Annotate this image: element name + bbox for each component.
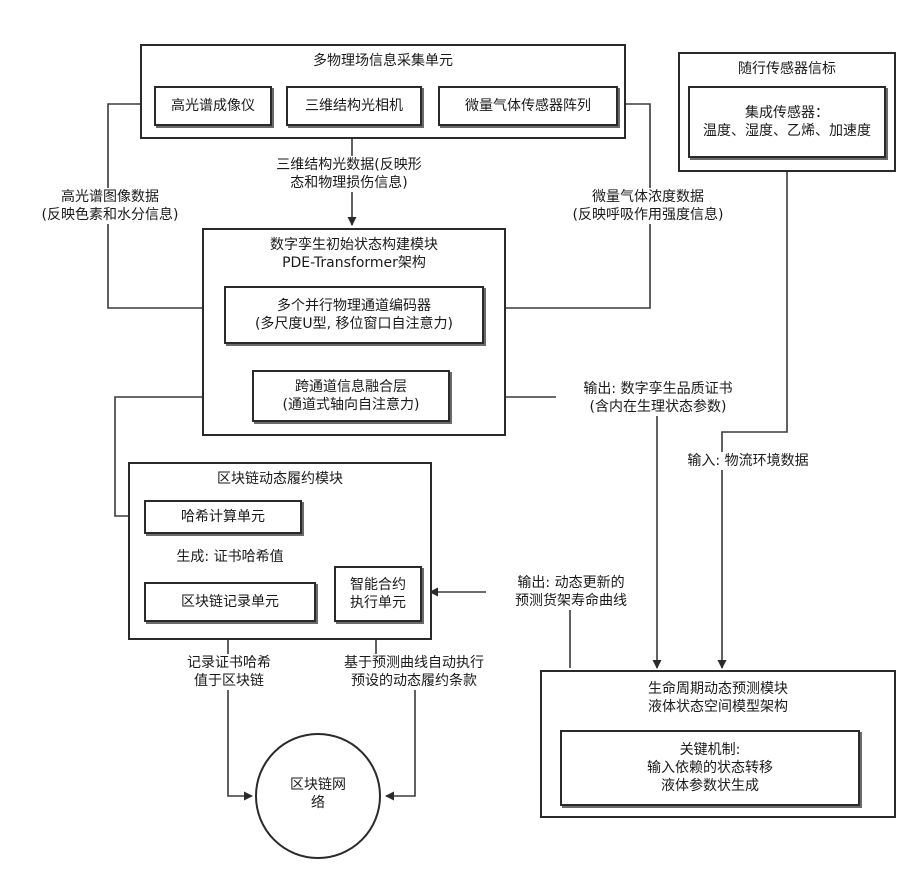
integrated-sensors: 集成传感器： 温度、湿度、乙烯、加速度 — [688, 86, 886, 158]
structured-light-camera: 三维结构光相机 — [286, 86, 422, 126]
gas-data-label: 微量气体浓度数据 (反映呼吸作用强度信息) — [548, 188, 748, 224]
auto-execute-label: 基于预测曲线自动执行 预设的动态履约条款 — [318, 654, 510, 690]
sensor-beacon: 随行传感器信标 集成传感器： 温度、湿度、乙烯、加速度 — [678, 52, 896, 172]
arrow-record-to-network — [228, 624, 252, 796]
environment-input-label: 输入: 物流环境数据 — [668, 452, 828, 470]
smart-contract-unit: 智能合约 执行单元 — [334, 566, 422, 622]
hyperspectral-data-label: 高光谱图像数据 (反映色素和水分信息) — [22, 188, 198, 224]
acquisition-unit-title: 多物理场信息采集单元 — [142, 52, 624, 70]
curve-output-label: 输出: 动态更新的 预测货架寿命曲线 — [486, 574, 656, 610]
structured-light-data-label: 三维结构光数据(反映形 态和物理损伤信息) — [254, 156, 444, 192]
hyperspectral-imager: 高光谱成像仪 — [154, 86, 272, 126]
blockchain-module-title: 区块链动态履约模块 — [130, 470, 430, 488]
record-hash-label: 记录证书哈希 值于区块链 — [154, 654, 304, 690]
arrow-contract-to-network — [376, 624, 415, 796]
acquisition-unit: 多物理场信息采集单元 高光谱成像仪 三维结构光相机 微量气体传感器阵列 — [140, 44, 626, 139]
hash-computation-unit: 哈希计算单元 — [144, 500, 302, 534]
blockchain-module: 区块链动态履约模块 哈希计算单元 区块链记录单元 智能合约 执行单元 生成: 证… — [128, 462, 432, 640]
lifecycle-module-title: 生命周期动态预测模块 液体状态空间模型架构 — [542, 680, 894, 716]
arrow-fusion-to-lifecycle — [450, 397, 657, 668]
digital-twin-title: 数字孪生初始状态构建模块 PDE-Transformer架构 — [204, 236, 504, 272]
lifecycle-prediction-module: 生命周期动态预测模块 液体状态空间模型架构 关键机制: 输入依赖的状态转移 液体… — [540, 670, 896, 818]
cross-channel-fusion-layer: 跨通道信息融合层 (通道式轴向自注意力) — [252, 370, 450, 422]
digital-twin-module: 数字孪生初始状态构建模块 PDE-Transformer架构 多个并行物理通道编… — [202, 228, 506, 436]
gas-sensor-array: 微量气体传感器阵列 — [438, 86, 618, 126]
hash-generate-label: 生成: 证书哈希值 — [150, 548, 310, 566]
parallel-channel-encoder: 多个并行物理通道编码器 (多尺度U型, 移位窗口自注意力) — [224, 286, 484, 344]
blockchain-record-unit: 区块链记录单元 — [144, 582, 316, 622]
sensor-beacon-title: 随行传感器信标 — [680, 60, 894, 78]
blockchain-network-label: 区块链网 络 — [268, 776, 368, 812]
certificate-output-label: 输出: 数字孪生品质证书 (含内在生理状态参数) — [556, 380, 760, 416]
arrow-tag-to-lifecycle — [722, 172, 787, 668]
key-mechanism: 关键机制: 输入依赖的状态转移 液体参数状生成 — [560, 730, 860, 806]
